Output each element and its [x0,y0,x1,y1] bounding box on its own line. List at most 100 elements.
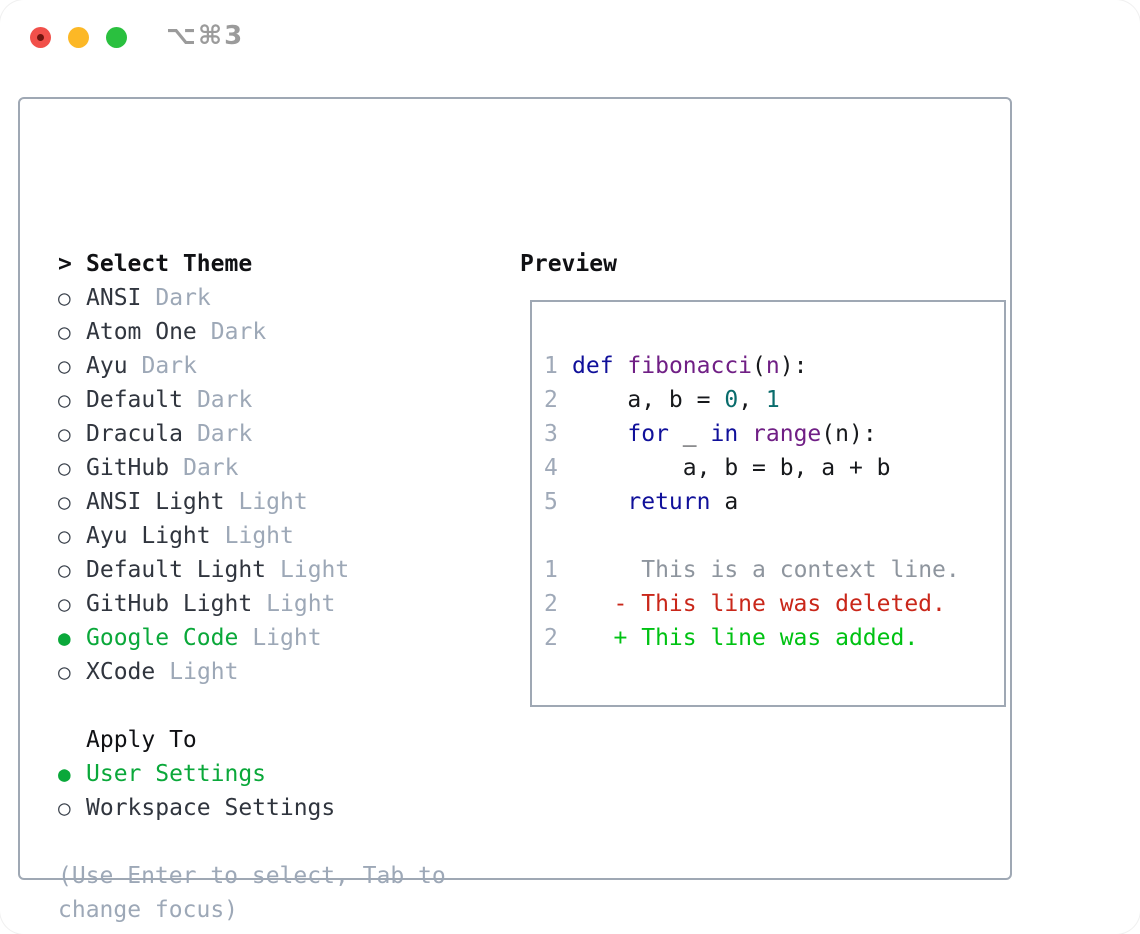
line-number: 3 [544,421,558,447]
theme-option-default-dark[interactable]: ○ Default Dark [58,383,508,417]
line-number: 1 [544,353,558,379]
maximize-button[interactable] [106,27,127,48]
code-token [614,353,628,379]
code-token [572,489,627,515]
radio-icon: ○ [58,320,71,344]
radio-icon: ○ [58,524,71,548]
apply-to-heading-label: Apply To [86,727,197,753]
theme-variant: Dark [183,455,239,481]
spacer [58,825,508,859]
code-token: return [627,489,711,515]
theme-option-dracula-dark[interactable]: ○ Dracula Dark [58,417,508,451]
theme-name: Dracula [86,421,183,447]
code-token: a [710,489,739,515]
apply-option-workspace-settings[interactable]: ○ Workspace Settings [58,791,508,825]
code-token: in [710,421,739,447]
code-token: ( [752,353,766,379]
radio-icon: ○ [58,558,71,582]
diff-token: - This line was deleted. [613,591,946,617]
help-text-line2: change focus) [58,897,239,923]
theme-option-github-dark[interactable]: ○ GitHub Dark [58,451,508,485]
code-token: def [572,353,614,379]
diff-token: + This line was added. [613,625,919,651]
radio-selected-icon: ● [58,626,71,650]
radio-icon: ○ [58,388,71,412]
theme-name: Ayu Light [86,523,211,549]
line-number: 2 [544,591,558,617]
theme-option-ansi-light[interactable]: ○ ANSI Light Light [58,485,508,519]
line-number: 5 [544,489,558,515]
line-number: 4 [544,455,558,481]
code-token: (n): [821,421,877,447]
code-line: 2 a, b = 0, 1 [544,383,1004,417]
radio-icon: ○ [58,422,71,446]
theme-variant: Dark [196,421,253,447]
close-button[interactable] [30,27,51,48]
theme-variant: Dark [196,387,253,413]
theme-name: GitHub [86,455,170,481]
code-token: 0 [724,387,739,413]
theme-option-ayu-light[interactable]: ○ Ayu Light Light [58,519,508,553]
theme-variant: Dark [141,353,197,379]
radio-icon: ○ [58,286,71,310]
diff-context-line: 1 This is a context line. [544,553,1004,587]
theme-option-ansi-dark[interactable]: ○ ANSI Dark [58,281,508,315]
theme-option-google-code-light[interactable]: ● Google Code Light [58,621,508,655]
code-token: _ [668,421,711,447]
code-preview: 1 def fibonacci (n): 2 a, b = 0, 1 3 for _… [544,349,1004,655]
titlebar: ⌥⌘3 [0,0,1140,75]
code-line: 5 return a [544,485,1004,519]
preview-box: 1 def fibonacci (n): 2 a, b = 0, 1 3 for _… [530,300,1006,707]
code-line: 4 a, b = b, a + b [544,451,1004,485]
radio-icon: ○ [58,354,71,378]
theme-name: Ayu [86,353,128,379]
code-token: fibonacci [627,353,753,379]
help-text-line1: (Use Enter to select, Tab to [58,863,446,889]
diff-token [572,591,614,617]
code-token: range [752,421,822,447]
theme-variant: Light [238,489,308,515]
code-token: a, b = [572,387,725,413]
theme-list-heading: >Select Theme [58,247,508,281]
theme-variant: Light [266,591,336,617]
code-line: 3 for _ in range(n): [544,417,1004,451]
selection-cursor-icon: > [58,251,72,277]
theme-name: XCode [86,659,156,685]
line-number: 2 [544,387,558,413]
spacer-line [544,519,1004,553]
code-token: n [765,353,780,379]
spacer [58,689,508,723]
apply-option-user-settings[interactable]: ●User Settings [58,757,508,791]
apply-option-label: User Settings [86,761,267,787]
theme-name: ANSI Light [86,489,225,515]
minimize-button[interactable] [68,27,89,48]
theme-name: Default [86,387,183,413]
theme-variant: Light [252,625,322,651]
theme-name: ANSI [86,285,142,311]
code-token: 1 [765,387,780,413]
theme-name: Google Code [86,625,239,651]
radio-icon: ○ [58,490,71,514]
theme-name: GitHub Light [86,591,253,617]
line-number: 2 [544,625,558,651]
theme-variant: Dark [155,285,211,311]
theme-variant: Light [169,659,239,685]
radio-icon: ○ [58,796,71,820]
theme-option-ayu-dark[interactable]: ○ Ayu Dark [58,349,508,383]
diff-deleted-line: 2 - This line was deleted. [544,587,1004,621]
radio-icon: ○ [58,456,71,480]
apply-to-heading: Apply To [58,723,508,757]
theme-variant: Dark [210,319,267,345]
theme-variant: Light [224,523,294,549]
apply-option-label: Workspace Settings [86,795,336,821]
diff-added-line: 2 + This line was added. [544,621,1004,655]
diff-token [572,625,614,651]
code-token: a, b = b, a + b [572,455,891,481]
